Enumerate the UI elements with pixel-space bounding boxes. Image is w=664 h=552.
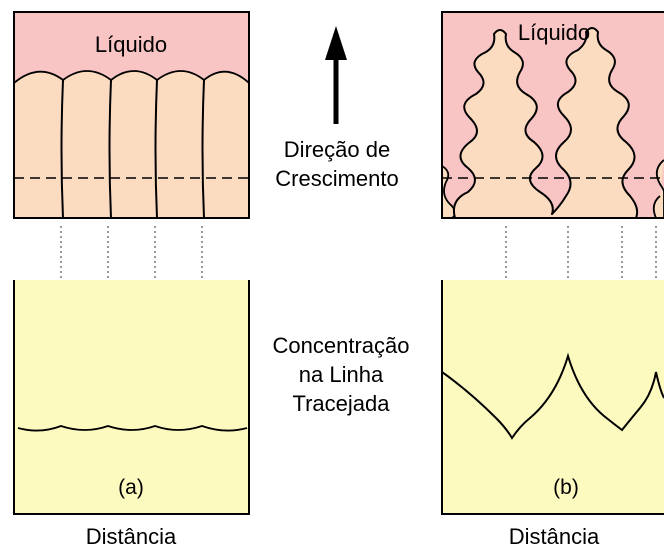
panel-a-microstructure: Líquido	[13, 11, 250, 219]
panel-b-caption: (b)	[553, 476, 579, 499]
panel-b-dendrites	[452, 27, 639, 218]
panel-b-axes	[441, 280, 664, 515]
panel-a-caption: (a)	[118, 476, 144, 499]
panel-b-solid-right-edge	[652, 159, 664, 218]
panel-a-axes	[13, 280, 250, 515]
panel-a-liquid-label: Líquido	[95, 32, 167, 57]
panel-a-solid-cells	[14, 71, 249, 218]
panel-a-concentration-curve	[17, 425, 248, 432]
growth-direction-arrow-icon	[325, 26, 347, 124]
panel-a-plot-background	[14, 280, 249, 514]
panel-b-microstructure	[442, 12, 664, 218]
panel-b-liquid-label: Líquido	[518, 20, 590, 45]
panel-b-frame	[441, 11, 664, 219]
growth-direction-label-line1: Direção de	[284, 137, 390, 162]
panel-a-cell-boundaries	[60, 79, 205, 219]
panel-b-axis-label: Distância	[509, 524, 600, 549]
panel-b: Líquido (b) Distância	[441, 11, 664, 549]
panel-a-frame	[13, 11, 250, 219]
panel-a-interface	[13, 70, 250, 84]
panel-b-concentration-plot	[442, 280, 664, 514]
panel-a: Líquido (a) Distância	[13, 11, 250, 549]
concentration-label-line1: Concentração	[273, 333, 410, 358]
panel-b-concentration-curve	[442, 352, 664, 440]
panel-a-concentration-plot: (a)	[13, 280, 250, 515]
center-annotations: Direção de Crescimento Concentração na L…	[273, 26, 410, 416]
panel-a-axis-label: Distância	[86, 524, 177, 549]
concentration-label-line2: na Linha	[299, 362, 384, 387]
growth-direction-label-line2: Crescimento	[275, 166, 398, 191]
concentration-label-line3: Tracejada	[292, 391, 390, 416]
panel-b-plot-background	[442, 280, 664, 514]
